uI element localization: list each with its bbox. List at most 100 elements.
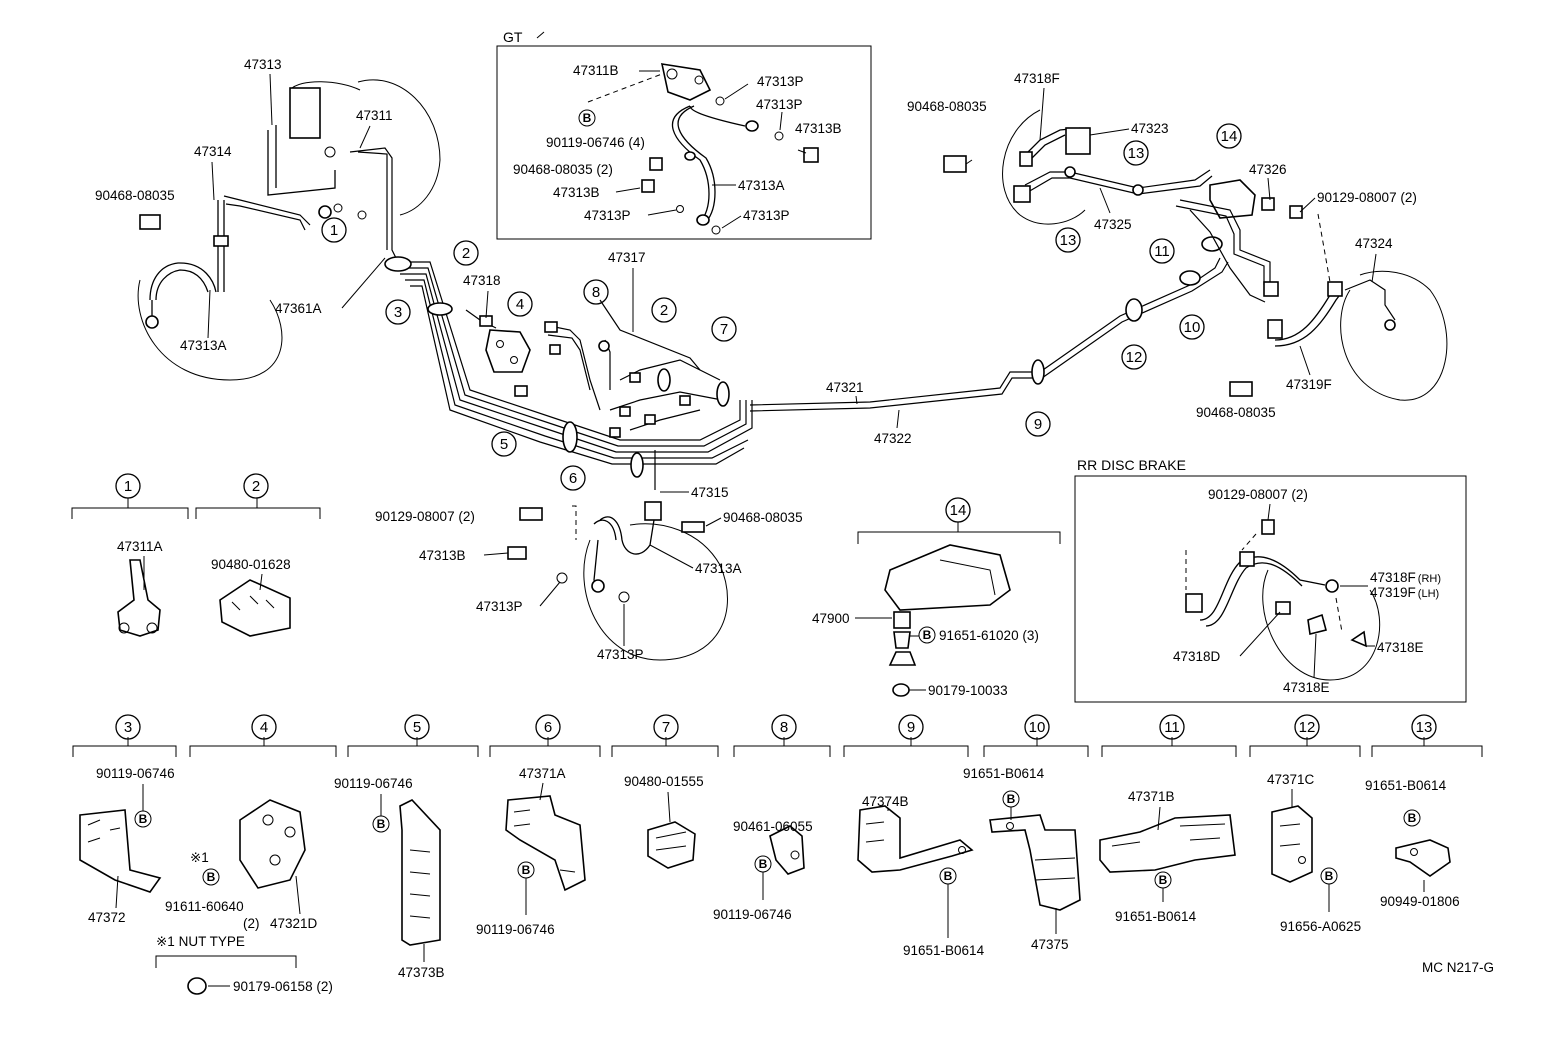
callout-number: 3 [124, 719, 132, 736]
svg-text:B: B [377, 817, 386, 831]
label-90129-08007-rr: 90129-08007 (2) [1208, 487, 1308, 502]
callout-13: 13 [1411, 714, 1437, 740]
label-90179-06158: 90179-06158 (2) [233, 979, 333, 994]
g4-bolt-b-badge: B [202, 868, 220, 886]
svg-text:B: B [1325, 869, 1334, 883]
nut-90179-06158-shape [187, 977, 207, 995]
clamp-2-top [384, 256, 412, 272]
label-47318-mid: 47318 [463, 273, 501, 288]
callout-13: 13 [1123, 140, 1149, 166]
callout-number: 3 [394, 304, 402, 321]
callout-5: 5 [404, 714, 430, 740]
label-90949-01806: 90949-01806 [1380, 894, 1460, 909]
callout-14: 14 [945, 497, 971, 523]
label-90468-08035-right-bottom: 90468-08035 [1196, 405, 1276, 420]
part-47321D-shape [239, 799, 306, 889]
label-47311-top: 47311 [356, 108, 393, 123]
label-47371A: 47371A [519, 766, 566, 781]
callout-12: 12 [1294, 714, 1320, 740]
label-47311B: 47311B [573, 63, 619, 78]
label-47313P-gt-3: 47313P [584, 208, 631, 223]
callout-number: 11 [1164, 719, 1180, 736]
svg-text:B: B [583, 111, 592, 125]
label-90119-06746-g5: 90119-06746 [334, 776, 413, 791]
label-47375: 47375 [1031, 937, 1069, 952]
label-47321: 47321 [826, 380, 864, 395]
callout-number: 5 [500, 436, 508, 453]
callout-4: 4 [251, 714, 277, 740]
part-47371B-shape [1099, 814, 1236, 873]
callout-number: 10 [1184, 319, 1201, 336]
label-90468-08035-right-top: 90468-08035 [907, 99, 987, 114]
label-91651-B0614-g13: 91651-B0614 [1365, 778, 1447, 793]
drawing-code: MC N217-G [1422, 960, 1494, 975]
label-90129-08007-right: 90129-08007 (2) [1317, 190, 1417, 205]
proportioning-valve-part [485, 329, 531, 373]
label-47318D: 47318D [1173, 649, 1221, 664]
svg-text:B: B [522, 863, 531, 877]
part-90461-06055-shape [769, 825, 805, 875]
label-47311A: 47311A [117, 539, 163, 554]
label-47374B: 47374B [862, 794, 909, 809]
callout-6: 6 [560, 465, 586, 491]
label-90480-01555: 90480-01555 [624, 774, 704, 789]
label-47313B-gt-left: 47313B [553, 185, 600, 200]
clamp-8 [598, 340, 610, 352]
label-47373B: 47373B [398, 965, 445, 980]
gt-box-title: GT [503, 29, 523, 45]
label-90129-08007-center: 90129-08007 (2) [375, 509, 475, 524]
g5-bolt-b-badge: B [372, 815, 390, 833]
label-91651-61020: 91651-61020 (3) [939, 628, 1039, 643]
part-47374B-shape [857, 805, 974, 873]
label-91656-A0625: 91656-A0625 [1280, 919, 1361, 934]
label-47313A-left: 47313A [180, 338, 227, 353]
part-90949-01806-shape [1395, 839, 1451, 877]
callout-number: 13 [1416, 719, 1433, 736]
svg-text:B: B [207, 870, 216, 884]
callout-3: 3 [115, 714, 141, 740]
valve-bracket-part [884, 544, 1011, 611]
g11-bolt-b-badge: B [1154, 871, 1172, 889]
label-91611-60640: 91611-60640 [165, 899, 244, 914]
label-47325: 47325 [1094, 217, 1132, 232]
label-47313A-gt: 47313A [738, 178, 785, 193]
label-91611-qty: (2) [243, 916, 260, 931]
callout-13: 13 [1055, 227, 1081, 253]
callout-number: 1 [330, 222, 338, 239]
label-91651-B0614-g9: 91651-B0614 [903, 943, 985, 958]
part-90480-01555-shape [647, 821, 696, 869]
main-brake-pipe-bundle: 47318 47317 47321 47322 47315 [384, 236, 1229, 500]
callout-2: 2 [243, 473, 269, 499]
callout-number: 2 [252, 478, 260, 495]
callout-11: 11 [1159, 714, 1185, 740]
label-90468-08035-center: 90468-08035 [723, 510, 803, 525]
callout-3: 3 [385, 299, 411, 325]
label-91651-B0614-g10: 91651-B0614 [963, 766, 1045, 781]
g14-bolt-b-badge: B [918, 626, 936, 644]
part-47311A-shape [117, 559, 161, 637]
callout-number: 12 [1126, 349, 1143, 366]
rr-disc-brake-box: RR DISC BRAKE 90129-08007 (2) 47318F(RH)… [1074, 457, 1467, 703]
callout-number: 5 [413, 719, 421, 736]
label-90480-01628: 90480-01628 [211, 557, 291, 572]
callout-9: 9 [898, 714, 924, 740]
callout-11: 11 [1149, 238, 1175, 264]
callout-12: 12 [1121, 344, 1147, 370]
group-14-proportioning-valve: 47900 B 91651-61020 (3) 90179-10033 [812, 522, 1061, 698]
g13-bolt-b-badge: B [1403, 809, 1421, 827]
label-47318F-rh: 47318F(RH) [1370, 570, 1441, 585]
label-90119-06746-g6: 90119-06746 [476, 922, 555, 937]
callout-number: 11 [1154, 243, 1170, 260]
g12-bolt-b-badge: B [1320, 867, 1338, 885]
label-47313P-gt-2: 47313P [756, 97, 803, 112]
label-47371C: 47371C [1267, 772, 1315, 787]
g10-bolt-b-badge: B [1002, 790, 1020, 808]
callout-number: 1 [124, 478, 132, 495]
callout-number: 7 [662, 719, 670, 736]
callout-number: 10 [1029, 719, 1046, 736]
clamp-5 [562, 421, 578, 453]
clamp-6 [630, 452, 644, 478]
callout-2: 2 [651, 297, 677, 323]
g3-bolt-b-badge: B [134, 810, 152, 828]
